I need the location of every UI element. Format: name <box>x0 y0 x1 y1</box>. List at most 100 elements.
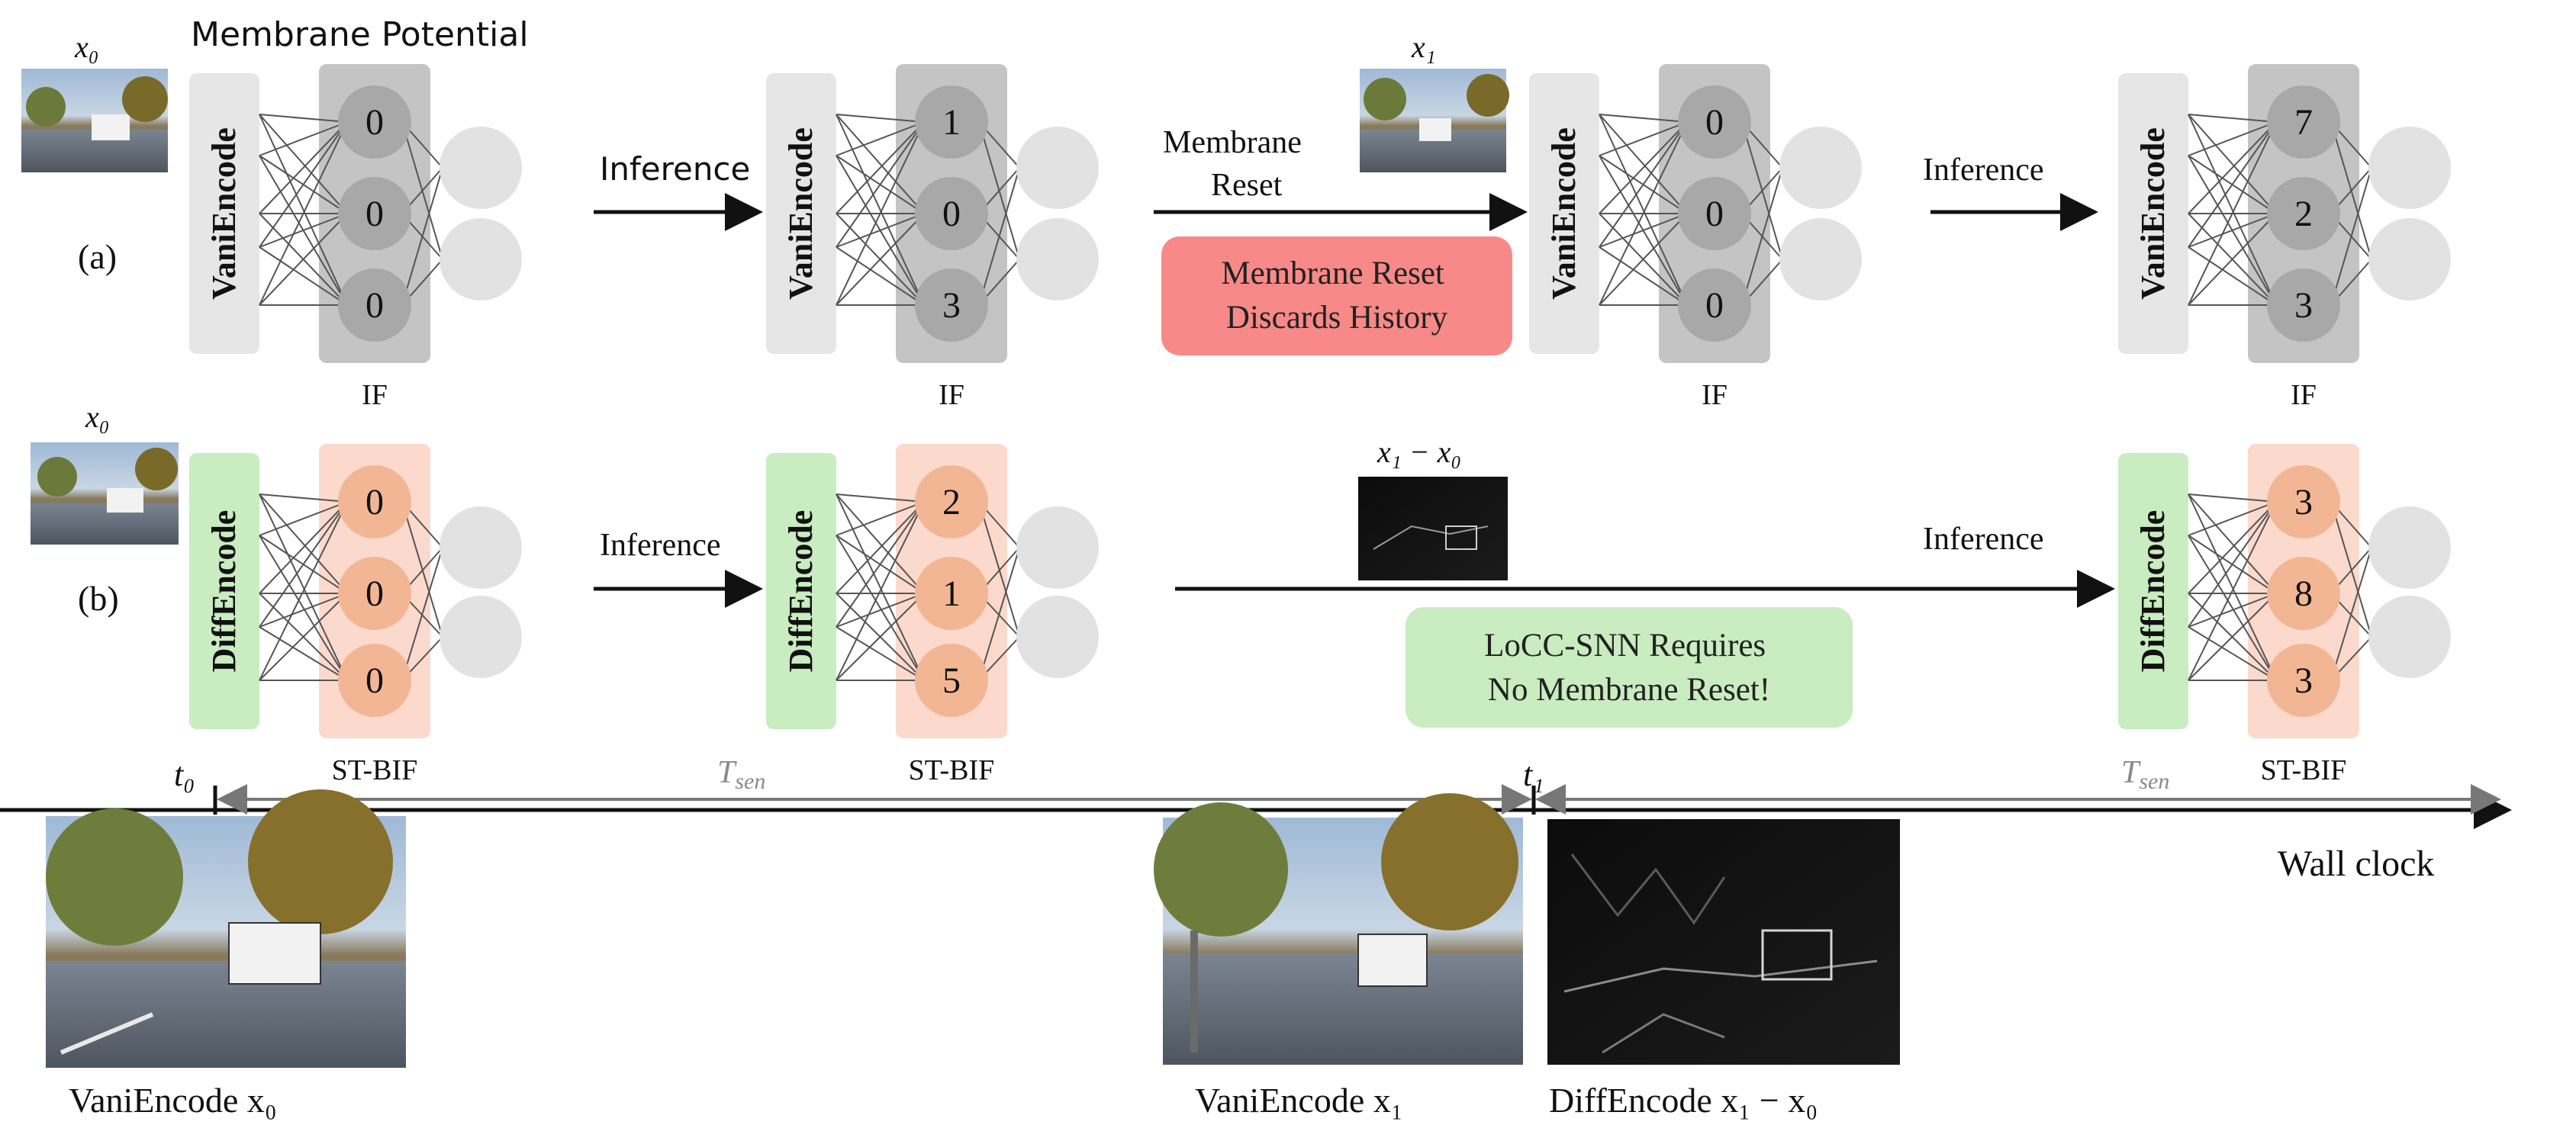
neuron-value: 3 <box>942 285 961 326</box>
output-neuron <box>2368 127 2451 209</box>
locc-callout: LoCC-SNN Requires No Membrane Reset! <box>1406 607 1853 728</box>
encoder-label: VaniEncode <box>205 127 243 300</box>
neuron <box>2267 85 2340 159</box>
caption-right: DiffEncode x₁ − x₀ <box>1549 1081 1818 1120</box>
neuron-value: 0 <box>942 194 961 234</box>
layer-label: ST-BIF <box>2261 754 2347 786</box>
layer-label: IF <box>939 379 964 411</box>
edge <box>836 626 925 681</box>
neuron-value: 0 <box>365 102 384 143</box>
edge <box>2188 493 2277 594</box>
arrow-b-inference-2-label: Inference <box>1923 522 2044 557</box>
neuron <box>1678 85 1751 159</box>
edge <box>401 547 443 681</box>
arrow-a-inference-1-label: Inference <box>600 150 750 188</box>
caption-left: VaniEncode x₀ <box>69 1081 277 1120</box>
membrane-potential-label: Membrane Potential <box>191 15 529 54</box>
edge <box>259 213 348 248</box>
row-b-networks: DiffEncode000ST-BIFDiffEncode215ST-BIFDi… <box>189 444 2451 786</box>
neuron <box>338 85 411 159</box>
encoder-box <box>766 453 836 729</box>
diff-thumb <box>1358 477 1508 580</box>
edge <box>836 121 925 156</box>
edge <box>2188 121 2277 306</box>
output-neuron <box>1016 218 1099 301</box>
edge <box>259 593 348 628</box>
edge <box>2188 493 2277 681</box>
neuron <box>915 644 988 717</box>
neuron-value: 1 <box>942 102 961 143</box>
encoder-box <box>189 73 259 354</box>
edge <box>2188 501 2277 536</box>
edge <box>1599 246 1688 306</box>
edge <box>2330 167 2372 306</box>
neuron <box>1678 177 1751 250</box>
neuron-value: 3 <box>2294 285 2313 326</box>
encoder-box <box>189 453 259 729</box>
edge <box>2188 114 2277 214</box>
edge <box>2330 547 2372 681</box>
neuron <box>338 177 411 250</box>
edge <box>1741 167 1783 306</box>
arrow-a-inference-2-label: Inference <box>1923 153 2044 188</box>
edge <box>2188 114 2277 306</box>
neuron-value: 0 <box>365 194 384 234</box>
edge <box>2188 535 2277 681</box>
neuron-value: 2 <box>942 482 961 522</box>
encoder-box <box>2118 73 2188 354</box>
output-neuron <box>440 127 522 209</box>
edge <box>836 535 925 681</box>
edge <box>836 593 925 681</box>
edge <box>259 501 348 536</box>
edge <box>1599 213 1688 306</box>
edge <box>836 121 925 214</box>
output-neuron <box>1016 596 1099 678</box>
edge <box>259 121 348 156</box>
input-label-b-x0: x₀ <box>85 400 110 434</box>
edge <box>259 121 348 306</box>
edge <box>2188 121 2277 214</box>
encoder-label: VaniEncode <box>2134 127 2172 300</box>
edge <box>2188 493 2277 503</box>
layer-label: IF <box>362 379 388 411</box>
input-label-a-x0: x₀ <box>74 30 99 64</box>
output-neuron <box>1016 506 1099 589</box>
edge <box>836 213 925 248</box>
neuron-value: 0 <box>365 574 384 614</box>
neuron <box>1678 268 1751 342</box>
neuron-value: 7 <box>2294 102 2313 143</box>
edge <box>836 593 925 628</box>
neuron <box>338 557 411 630</box>
neuron <box>2267 268 2340 342</box>
encoder-label: DiffEncode <box>2134 510 2172 673</box>
edge <box>836 493 925 681</box>
edge <box>259 114 348 123</box>
edge <box>2188 501 2277 681</box>
edge <box>1599 114 1688 123</box>
t1-label: t₁ <box>1523 756 1544 793</box>
tsen-label-1: Tsen <box>717 755 765 794</box>
encoder-box <box>2118 453 2188 729</box>
membrane-reset-callout: Membrane Reset Discards History <box>1161 236 1512 355</box>
input-thumb-a-x0 <box>21 69 168 172</box>
edge <box>2188 246 2277 306</box>
edge <box>259 626 348 681</box>
edge <box>2188 213 2277 306</box>
neuron-value: 3 <box>2294 482 2313 522</box>
neuron <box>915 268 988 342</box>
edge <box>2188 501 2277 594</box>
neuron-value: 2 <box>2294 194 2313 234</box>
encoder-box <box>1529 73 1599 354</box>
edge <box>836 121 925 306</box>
edge <box>2188 114 2277 123</box>
edge <box>2188 213 2277 248</box>
neuron-value: 8 <box>2294 574 2313 614</box>
edge <box>2188 501 2277 628</box>
encoder-label: VaniEncode <box>782 127 819 300</box>
edge <box>2188 593 2277 681</box>
